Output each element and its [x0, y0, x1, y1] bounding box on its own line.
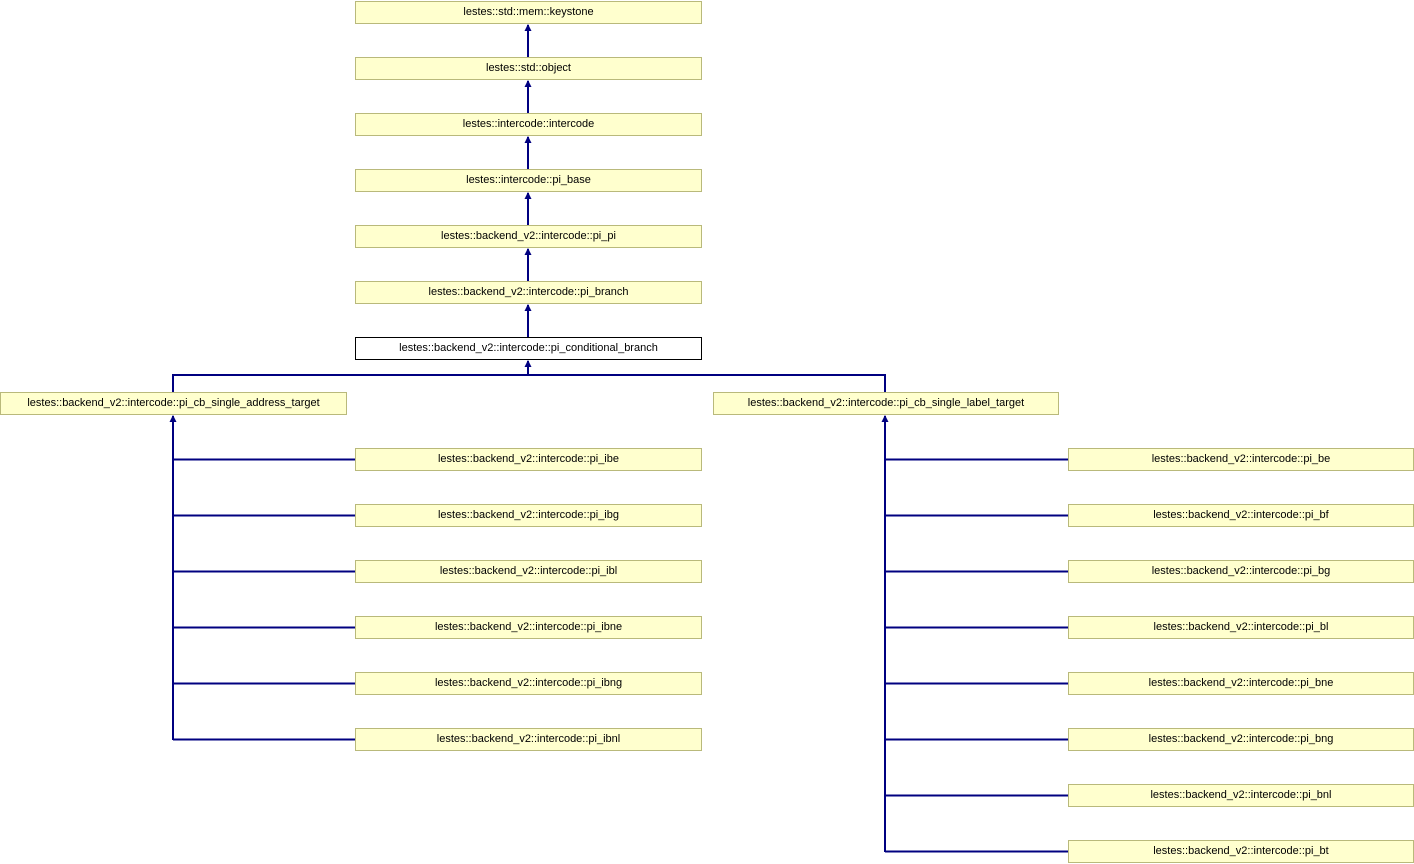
class-node-pi-bl[interactable]: lestes::backend_v2::intercode::pi_bl	[1068, 616, 1414, 639]
class-node-pi-bnl[interactable]: lestes::backend_v2::intercode::pi_bnl	[1068, 784, 1414, 807]
class-node-object[interactable]: lestes::std::object	[355, 57, 702, 80]
class-node-pi-ibe[interactable]: lestes::backend_v2::intercode::pi_ibe	[355, 448, 702, 471]
class-node-pi-conditional-branch: lestes::backend_v2::intercode::pi_condit…	[355, 337, 702, 360]
class-node-pi-bt[interactable]: lestes::backend_v2::intercode::pi_bt	[1068, 840, 1414, 863]
class-node-pi-base[interactable]: lestes::intercode::pi_base	[355, 169, 702, 192]
class-node-pi-ibnl[interactable]: lestes::backend_v2::intercode::pi_ibnl	[355, 728, 702, 751]
class-node-pi-bng[interactable]: lestes::backend_v2::intercode::pi_bng	[1068, 728, 1414, 751]
class-node-pi-ibne[interactable]: lestes::backend_v2::intercode::pi_ibne	[355, 616, 702, 639]
class-node-pi-pi[interactable]: lestes::backend_v2::intercode::pi_pi	[355, 225, 702, 248]
class-node-keystone[interactable]: lestes::std::mem::keystone	[355, 1, 702, 24]
class-node-pi-cb-single-label-target[interactable]: lestes::backend_v2::intercode::pi_cb_sin…	[713, 392, 1059, 415]
class-node-pi-ibl[interactable]: lestes::backend_v2::intercode::pi_ibl	[355, 560, 702, 583]
class-node-pi-ibg[interactable]: lestes::backend_v2::intercode::pi_ibg	[355, 504, 702, 527]
class-node-pi-ibng[interactable]: lestes::backend_v2::intercode::pi_ibng	[355, 672, 702, 695]
class-node-pi-bg[interactable]: lestes::backend_v2::intercode::pi_bg	[1068, 560, 1414, 583]
class-node-pi-cb-single-address-target[interactable]: lestes::backend_v2::intercode::pi_cb_sin…	[0, 392, 347, 415]
class-node-intercode[interactable]: lestes::intercode::intercode	[355, 113, 702, 136]
edge-left-children-branches	[173, 458, 356, 741]
class-node-pi-bne[interactable]: lestes::backend_v2::intercode::pi_bne	[1068, 672, 1414, 695]
class-node-pi-be[interactable]: lestes::backend_v2::intercode::pi_be	[1068, 448, 1414, 471]
class-node-pi-bf[interactable]: lestes::backend_v2::intercode::pi_bf	[1068, 504, 1414, 527]
class-node-pi-branch[interactable]: lestes::backend_v2::intercode::pi_branch	[355, 281, 702, 304]
edge-bus-horizontal	[172, 374, 886, 392]
edge-right-children-branches	[885, 458, 1069, 853]
